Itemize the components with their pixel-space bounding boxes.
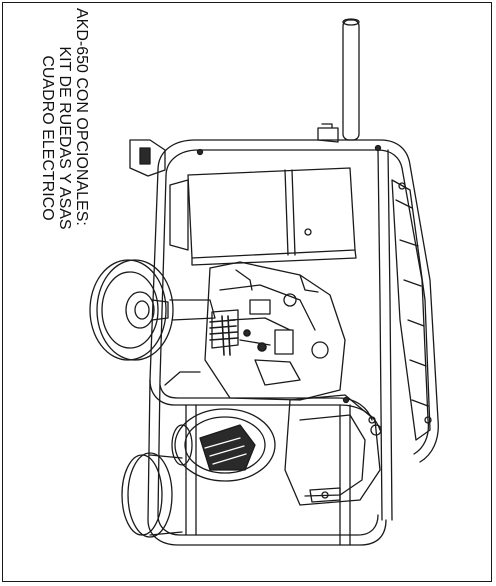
muffler-panel (391, 179, 432, 441)
drawing-frame (2, 2, 492, 582)
rear-wheel (121, 452, 183, 538)
recoil-starter (171, 408, 276, 482)
front-wheel (89, 259, 174, 361)
tubular-frame (147, 139, 439, 546)
engine-block (204, 261, 346, 401)
left-handle-bracket (129, 139, 166, 177)
alternator-housing (284, 394, 381, 506)
handle-bar (317, 18, 360, 143)
cylinder-fins (209, 315, 267, 356)
control-panel-box (169, 167, 357, 266)
wheel-axle-bracket (164, 299, 216, 386)
frame-fasteners (196, 144, 382, 436)
